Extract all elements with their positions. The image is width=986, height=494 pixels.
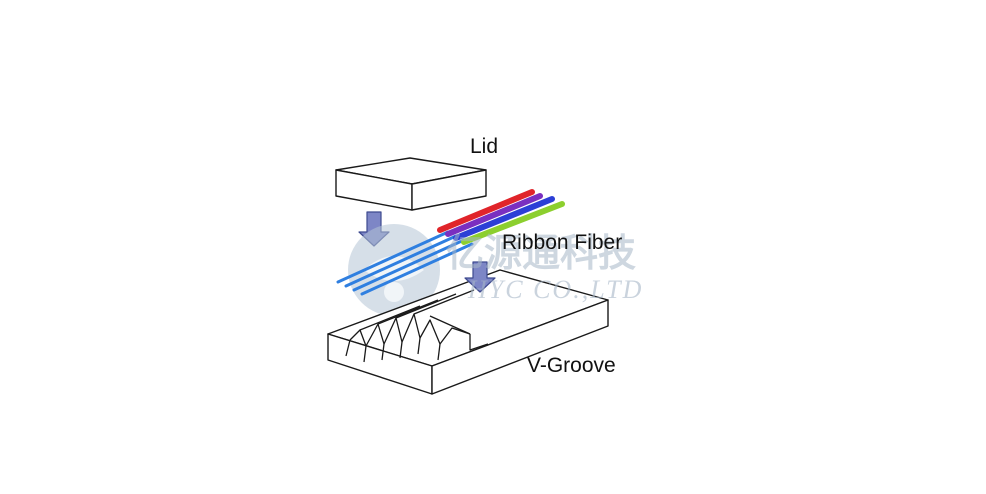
fiber-jackets xyxy=(437,189,565,245)
fiber-jacket-red xyxy=(437,189,535,233)
fiber-core-1 xyxy=(336,230,450,284)
label-ribbon-fiber: Ribbon Fiber xyxy=(502,231,622,254)
lid-block xyxy=(335,157,487,211)
lid-side-face xyxy=(411,169,487,211)
label-lid: Lid xyxy=(470,135,498,158)
fiber-core-4 xyxy=(360,242,474,296)
v-groove-channels xyxy=(345,289,489,363)
label-v-groove: V-Groove xyxy=(527,354,616,377)
arrow-down-icon-2 xyxy=(464,261,496,293)
watermark-chinese: 亿源通科技 xyxy=(446,231,636,275)
v-groove-base xyxy=(327,269,609,395)
fiber-jacket-blue xyxy=(453,196,555,241)
fiber-core-2 xyxy=(344,234,458,288)
fiber-core-3 xyxy=(352,238,466,292)
v-groove-side-face xyxy=(431,299,609,395)
fiber-jacket-green xyxy=(461,201,565,245)
watermark-english: HYC CO.,LTD xyxy=(467,275,643,304)
fiber-cores xyxy=(336,230,474,296)
fiber-jacket-purple xyxy=(445,193,543,237)
